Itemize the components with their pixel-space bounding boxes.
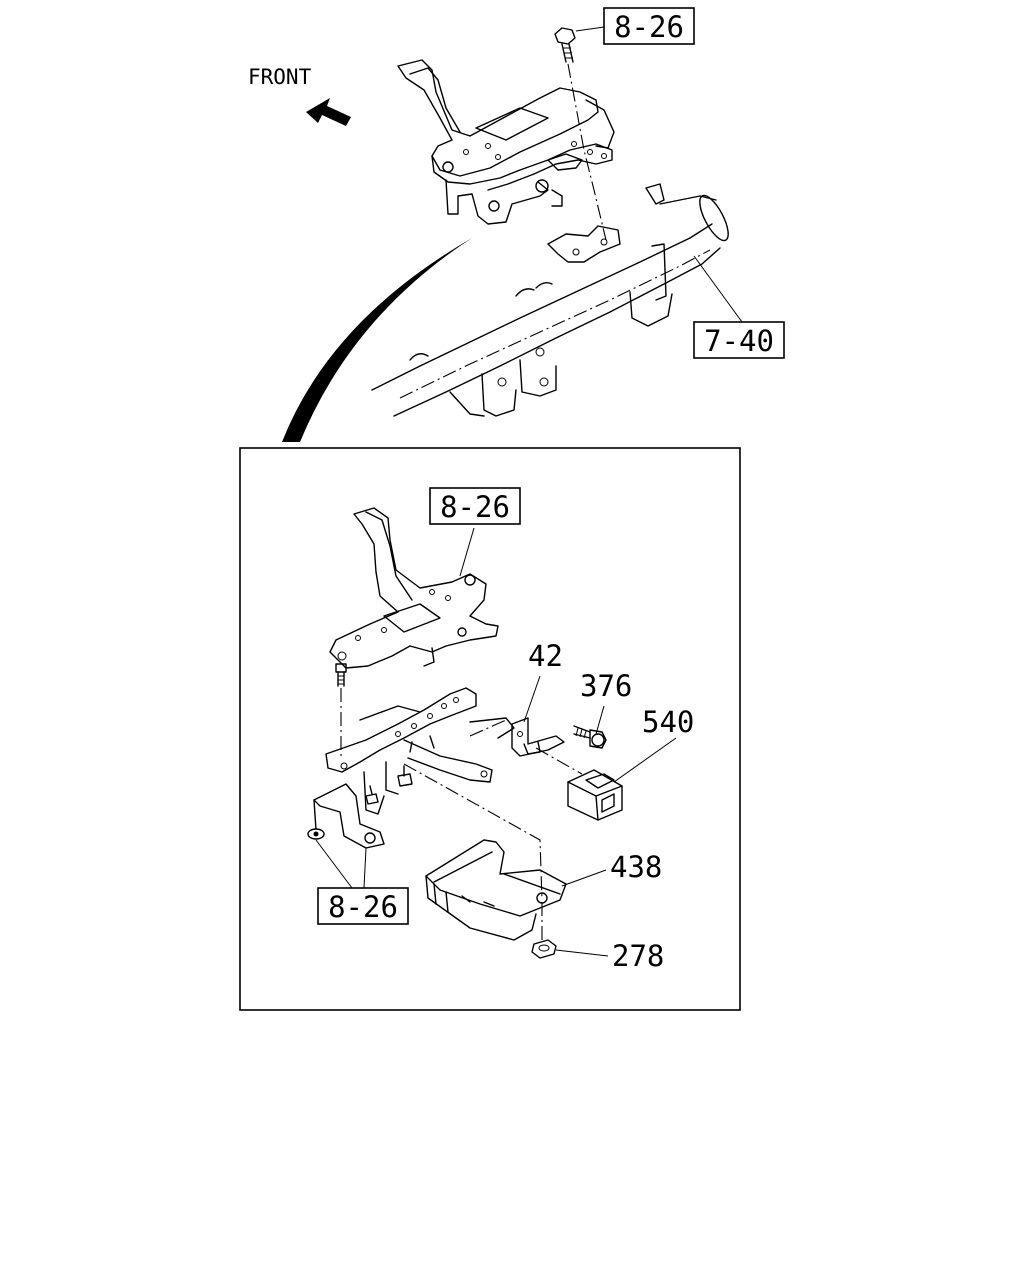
bolt-axis-line [567,63,607,241]
detail-lower-bracket [313,687,515,849]
detail-bracket-ref-label: 8-26 [440,490,510,524]
part-278-label: 278 [612,939,664,973]
detail-frame [239,447,741,1011]
part-278-leader [555,949,609,957]
part-540-label: 540 [642,705,694,739]
bolt-ref-label: 8-26 [614,10,684,44]
cross-member-rail [371,183,729,417]
front-arrow-icon [306,98,351,126]
lower-ref-leaders [315,839,367,889]
detail-bracket-ref-box: 8-26 [429,487,521,525]
bolt-ref-box: 8-26 [603,7,695,45]
frame-ref-box: 7-40 [693,321,785,359]
detail-connector-axis [535,747,583,775]
detail-callout-arc [282,238,472,442]
upper-bracket [397,59,615,225]
part-438-label: 438 [610,850,662,884]
front-label: FRONT [248,65,312,89]
part-438-leader [561,869,607,887]
top-assembly-view: 8-26 7-40 [282,7,785,442]
bolt-leader-line [575,26,605,32]
part-438-module [425,839,567,941]
part-42-leader [523,675,541,723]
rail-leader-line [693,255,743,323]
part-278-nut [531,939,557,959]
front-indicator: FRONT [248,65,351,126]
detail-lower-ref-label: 8-26 [328,890,398,924]
detail-left-nut [307,828,325,840]
part-540-leader [613,737,677,783]
part-376-label: 376 [580,669,632,703]
detail-module-axis [403,763,543,901]
bracket-leader-line [459,527,475,577]
detail-bracket-axis [469,719,507,737]
top-bolt [554,27,576,63]
detail-lower-ref-box: 8-26 [317,887,409,925]
part-42-bracket [511,717,565,757]
part-376-bolt [573,725,607,749]
detail-view: 8-26 8-26 42 376 540 438 278 [239,447,741,1011]
part-376-leader [595,705,605,735]
part-42-label: 42 [528,639,563,673]
frame-ref-label: 7-40 [704,324,774,358]
detail-small-bolt [335,663,347,687]
detail-upper-bracket [329,507,499,669]
part-540-connector [567,769,623,821]
